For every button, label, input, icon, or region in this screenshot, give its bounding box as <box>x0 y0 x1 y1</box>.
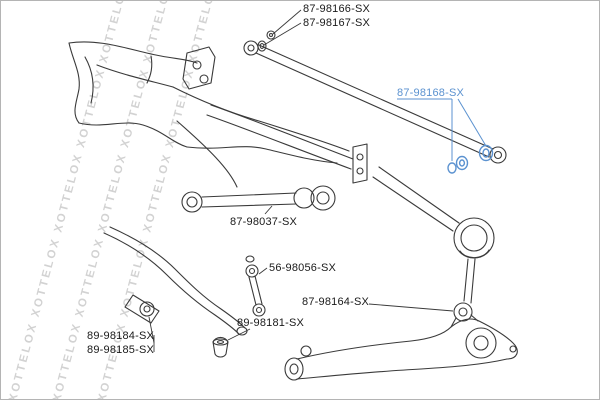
part-label-87-98167-sx[interactable]: 87-98167-SX <box>303 17 371 29</box>
part-label-89-98181-sx[interactable]: 89-98181-SX <box>237 317 305 329</box>
stabilizer-bar-drawing <box>103 226 248 336</box>
highlight-leader-lines <box>397 98 487 161</box>
part-label-87-98166-sx[interactable]: 87-98166-SX <box>303 3 371 15</box>
small-bushing-drawing <box>212 336 229 358</box>
lower-control-arm-drawing <box>284 302 518 381</box>
subframe-drawing <box>68 41 354 188</box>
upper-control-arm-drawing <box>181 185 336 213</box>
axle-housing-drawing <box>352 143 495 304</box>
part-label-87-98164-sx[interactable]: 87-98164-SX <box>302 296 370 308</box>
part-label-89-98184-sx[interactable]: 89-98184-SX <box>87 330 155 342</box>
part-label-89-98185-sx[interactable]: 89-98185-SX <box>87 344 155 356</box>
leader-lines <box>148 9 454 352</box>
part-label-87-98037-sx[interactable]: 87-98037-SX <box>230 216 298 228</box>
highlighted-bushing-drawing[interactable] <box>447 144 494 174</box>
lateral-rod-drawing <box>243 30 507 164</box>
part-label-87-98168-sx[interactable]: 87-98168-SX <box>397 87 465 99</box>
part-label-56-98056-sx[interactable]: 56-98056-SX <box>269 262 337 274</box>
stabilizer-link-drawing <box>245 255 266 317</box>
